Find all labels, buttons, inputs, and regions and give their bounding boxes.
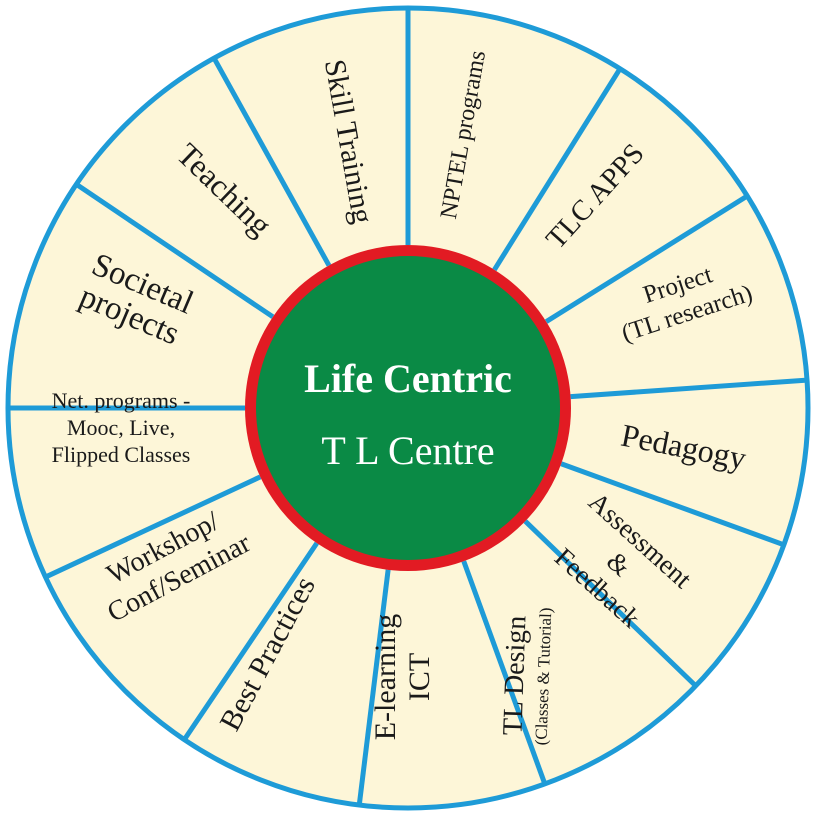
divider-line <box>182 541 319 742</box>
segment-label-line: Flipped Classes <box>52 442 191 467</box>
divider-line <box>461 560 548 785</box>
divider-line <box>570 377 808 400</box>
divider-line <box>44 474 262 580</box>
segment-label-line: Net. programs - <box>52 388 191 413</box>
segment-dividers <box>8 8 808 806</box>
divider-line <box>544 193 749 324</box>
divider-line <box>492 67 623 272</box>
segment-net-programs: Net. programs -Mooc, Live,Flipped Classe… <box>52 388 191 467</box>
segment-label-line: ICT <box>403 653 436 701</box>
divider-line <box>560 461 785 548</box>
center-title: Life Centric <box>304 356 512 401</box>
segment-label-line: Mooc, Live, <box>67 415 175 440</box>
segment-label-line: TL Design <box>497 615 532 736</box>
segment-tl-design: TL Design(Classes & Tutorial) <box>497 607 555 745</box>
divider-line <box>74 182 275 319</box>
segment-label-line: E-learning <box>369 614 402 741</box>
center-hub <box>256 256 560 560</box>
segment-label-line: (Classes & Tutorial) <box>531 607 555 745</box>
divider-line <box>523 519 698 688</box>
divider-line <box>211 56 332 267</box>
center-subtitle: T L Centre <box>321 428 494 473</box>
divider-line <box>356 569 391 806</box>
